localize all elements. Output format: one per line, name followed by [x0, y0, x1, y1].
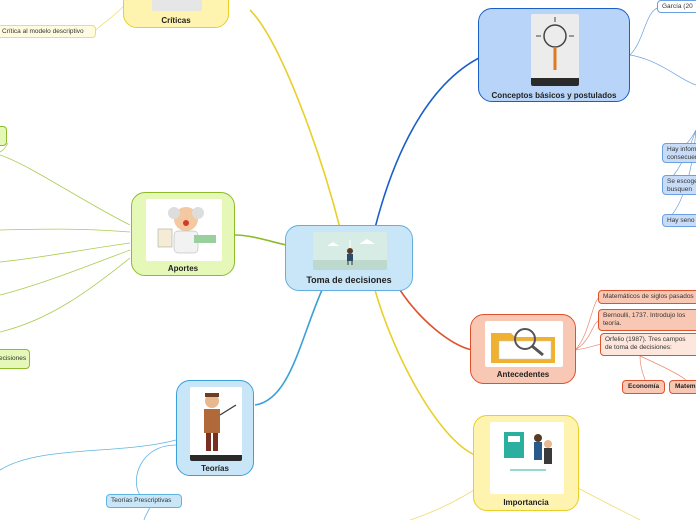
antecedentes-leaf-bernoulli-line1: Bernoulli, 1737. Introdujo los	[603, 312, 686, 319]
antecedentes-node[interactable]: Antecedentes	[470, 314, 576, 384]
conceptos-leaf-escoge[interactable]: Se escoge busquen	[662, 175, 696, 195]
business-people-icon	[504, 432, 552, 471]
lightbulb-icon	[531, 17, 579, 86]
central-title: Toma de decisiones	[306, 275, 392, 285]
conceptos-leaf-escoge-line1: Se escoge	[667, 178, 696, 185]
aportes-title: Aportes	[167, 264, 199, 273]
importancia-node[interactable]: Importancia	[473, 415, 579, 511]
antecedentes-leaf-bernoulli[interactable]: Bernoulli, 1737. Introdujo los teoría.	[598, 309, 696, 331]
central-illustration	[313, 232, 387, 270]
central-topic[interactable]: Toma de decisiones	[285, 225, 413, 291]
conceptos-illustration	[531, 14, 579, 86]
aportes-illustration	[146, 199, 222, 261]
conceptos-leaf-escoge-line2: busquen	[667, 186, 692, 193]
antecedentes-leaf-matematicos[interactable]: Matemáticos de siglos pasados	[598, 290, 696, 304]
criticas-node[interactable]: Críticas	[123, 0, 229, 28]
aportes-node[interactable]: Aportes	[131, 192, 235, 276]
decision-person-icon	[313, 239, 387, 270]
folder-magnifier-icon	[491, 328, 555, 363]
criticas-title: Críticas	[161, 16, 191, 25]
teorias-title: Teorías	[201, 464, 229, 473]
scientist-icon	[157, 207, 216, 254]
conceptos-leaf-seno[interactable]: Hay seno	[662, 214, 696, 227]
antecedentes-leaf-orfelio-line1: Orfelio (1987). Tres campos	[605, 336, 686, 343]
conceptos-leaf-info-line2: consecuen	[667, 154, 696, 161]
importancia-title: Importancia	[503, 498, 549, 507]
antecedentes-title: Antecedentes	[496, 370, 550, 379]
antecedentes-leaf-orfelio-line2: de toma de decisiones:	[605, 344, 672, 351]
conceptos-leaf-info[interactable]: Hay inform consecuen	[662, 143, 696, 163]
teorias-leaf-prescriptivas[interactable]: Teorías Prescriptivas	[106, 494, 182, 508]
antecedentes-illustration	[485, 321, 563, 367]
aportes-leaf-decisiones[interactable]: ecisiones	[0, 349, 30, 369]
conceptos-title: Conceptos básicos y postulados	[491, 91, 617, 100]
aportes-leaf-top[interactable]	[0, 126, 7, 146]
teacher-icon	[190, 393, 242, 461]
teorias-illustration	[190, 387, 242, 461]
importancia-illustration	[490, 422, 564, 494]
conceptos-leaf-garcia[interactable]: García (20	[657, 0, 696, 13]
antecedentes-leaf-orfelio[interactable]: Orfelio (1987). Tres campos de toma de d…	[600, 333, 696, 356]
criticas-leaf[interactable]: Crítica al modelo descriptivo	[0, 25, 96, 38]
conceptos-node[interactable]: Conceptos básicos y postulados	[478, 8, 630, 102]
antecedentes-tag-economia[interactable]: Economía	[622, 380, 665, 394]
criticas-illustration	[152, 0, 202, 11]
antecedentes-leaf-bernoulli-line2: teoría.	[603, 320, 622, 327]
antecedentes-tag-matematicas[interactable]: Matem	[669, 380, 696, 394]
teorias-node[interactable]: Teorías	[176, 380, 254, 476]
conceptos-leaf-info-line1: Hay inform	[667, 146, 696, 153]
